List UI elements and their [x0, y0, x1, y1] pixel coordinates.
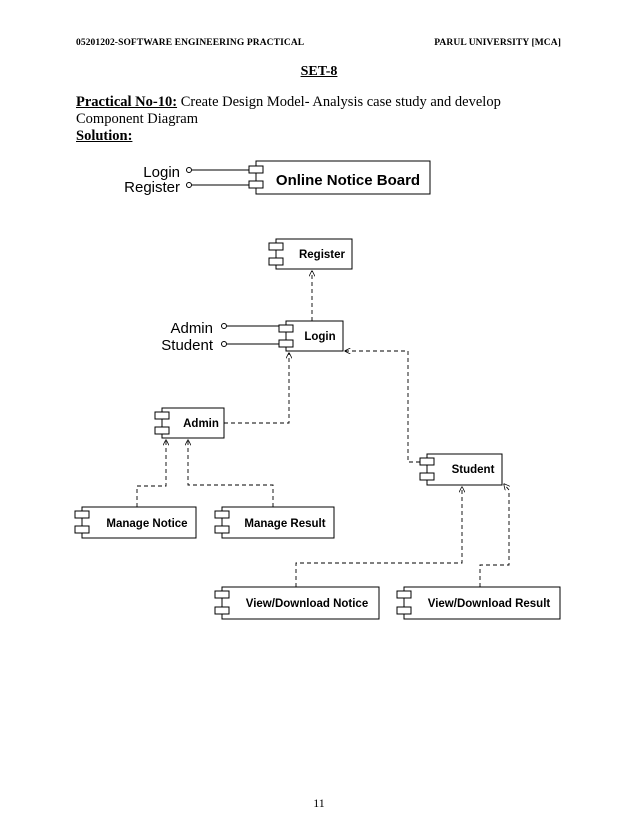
view-download-result-label: View/Download Result: [428, 598, 551, 610]
header-course-title: 05201202-SOFTWARE ENGINEERING PRACTICAL: [76, 38, 305, 48]
register-component: Register: [268, 238, 353, 270]
set-title: SET-8: [300, 64, 338, 79]
header-university: PARUL UNIVERSITY [MCA]: [434, 38, 561, 48]
login-interface-student: Student: [161, 337, 214, 354]
top-interface-register: Register: [124, 179, 180, 196]
practical-text: Create Design Model- Analysis case study…: [76, 94, 501, 127]
dependency-arrows: [136, 271, 509, 587]
practical-label: Practical No-10:: [76, 94, 178, 110]
admin-label: Admin: [183, 418, 219, 430]
login-interface-admin: Admin: [170, 320, 213, 337]
dep-view-notice-student: [295, 487, 462, 587]
top-interface-login: Login: [143, 164, 180, 181]
dep-student-login: [345, 351, 420, 463]
login-label: Login: [304, 331, 335, 343]
manage-result-component: Manage Result: [214, 506, 335, 539]
view-download-notice-label: View/Download Notice: [246, 598, 368, 610]
student-label: Student: [452, 464, 495, 476]
top-interfaces: Login Register: [124, 164, 249, 196]
online-notice-board-component: Online Notice Board: [248, 160, 431, 195]
dep-view-result-student: [479, 484, 509, 587]
login-component: Login: [278, 320, 344, 352]
dep-admin-login: [224, 353, 289, 424]
view-download-result-component: View/Download Result: [396, 586, 561, 620]
practical-statement: Practical No-10: Create Design Model- An…: [76, 94, 546, 128]
solution-label: Solution:: [76, 128, 133, 144]
admin-component: Admin: [154, 407, 225, 439]
manage-result-label: Manage Result: [244, 518, 325, 530]
dep-manage-notice-admin: [136, 440, 166, 507]
student-component: Student: [419, 453, 503, 486]
view-download-notice-component: View/Download Notice: [214, 586, 380, 620]
page-number: 11: [313, 796, 325, 810]
login-interfaces: Admin Student: [161, 320, 279, 354]
dep-manage-result-admin: [188, 440, 274, 507]
manage-notice-label: Manage Notice: [106, 518, 187, 530]
manage-notice-component: Manage Notice: [74, 506, 197, 539]
register-label: Register: [299, 249, 346, 261]
online-notice-board-label: Online Notice Board: [276, 172, 420, 189]
